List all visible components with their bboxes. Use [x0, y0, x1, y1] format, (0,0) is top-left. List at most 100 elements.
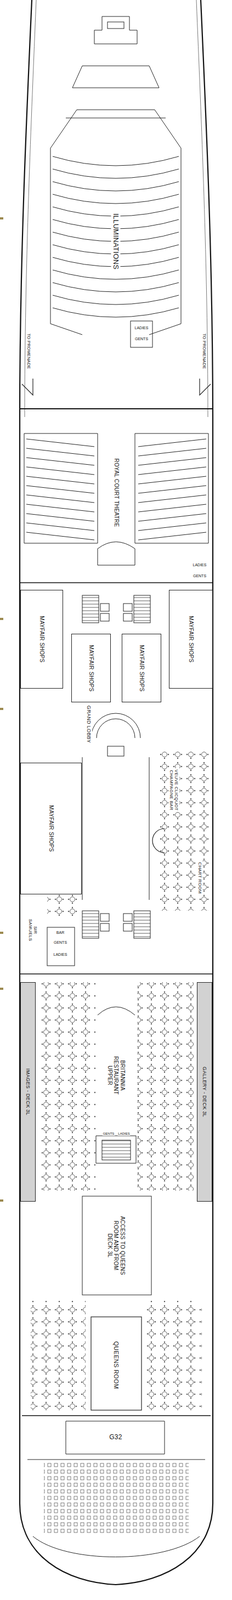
seat-row [52, 269, 179, 280]
seat-row [138, 504, 207, 512]
room-name: VEUVE CLICQUOT CHAMPAGNE BAR [168, 767, 180, 812]
illuminations-auditorium [50, 109, 181, 348]
seat-row [138, 494, 207, 503]
seat-row [52, 295, 179, 305]
room-name: MAYFAIR SHOPS [137, 643, 146, 693]
room-name: GALLERY - DECK 3L [201, 1065, 208, 1118]
room-area: MAYFAIR SHOPS [168, 589, 213, 689]
position-ticks [0, 217, 4, 1202]
facility-label: GENTS [134, 336, 149, 342]
facility-label: TO PROMENADE [201, 332, 207, 370]
hull-outline [19, 0, 213, 1584]
seat-row [26, 485, 95, 494]
room-name: BRITANNIA RESTAURANT UPPER [106, 1050, 127, 1100]
room-area: G32 [76, 1423, 155, 1451]
seat-row [26, 522, 95, 531]
room-name: ROYAL COURT THEATRE [112, 456, 121, 528]
restaurant-tables [137, 981, 195, 1191]
access-area [82, 1195, 152, 1295]
bulkhead [19, 972, 213, 975]
room-area: VEUVE CLICQUOT CHAMPAGNE BAR [162, 752, 186, 827]
room-name: MAYFAIR SHOPS [187, 614, 195, 664]
room-area: ILLUMINATIONS [82, 180, 150, 302]
stern-seating [43, 1461, 189, 1533]
room-name: G32 [108, 1432, 124, 1442]
room-name: IMAGES - DECK 3L [24, 1066, 32, 1116]
bow-structure [72, 16, 160, 88]
room-name: SIR SAMUELS [27, 917, 39, 943]
room-name: ILLUMINATIONS [111, 212, 121, 271]
seat-row [52, 168, 179, 179]
inner-hull-line [24, 0, 208, 417]
room-area: MAYFAIR SHOPS [20, 589, 64, 689]
room-area: MAYFAIR SHOPS [71, 633, 111, 703]
seat-row [26, 504, 95, 512]
room-area: IMAGES - DECK 3L [20, 981, 36, 1202]
bar-counter [152, 828, 165, 853]
room-name: QUEENS ROOM [112, 1339, 121, 1390]
seat-row [138, 457, 207, 466]
restaurant-tables [38, 981, 96, 1191]
seat-row [26, 466, 95, 475]
promenade-arrows [21, 378, 211, 395]
seat-row [26, 513, 95, 522]
seat-row [26, 457, 95, 466]
room-name: CHART ROOM [196, 860, 203, 894]
room-area: ACCESS TO QUEENS ROOM AND FROM DECK 3L [88, 1203, 144, 1287]
bar-seating [159, 751, 212, 911]
bulkhead [19, 581, 213, 584]
room-area: GRAND LOBBY [82, 702, 96, 746]
room-area: GALLERY - DECK 3L [196, 981, 213, 1202]
seat-row [138, 532, 207, 540]
ballroom-tables [146, 1299, 202, 1410]
seat-row [52, 181, 179, 191]
facility-label: LADIES [192, 562, 208, 568]
seat-row [138, 522, 207, 531]
seat-row [26, 438, 95, 447]
seat-row [52, 282, 179, 292]
room-area: QUEENS ROOM [94, 1327, 139, 1402]
bulkhead [19, 408, 213, 410]
seat-row [138, 448, 207, 456]
seat-row [52, 307, 179, 318]
facility-label: BAR [55, 930, 65, 935]
room-name: ACCESS TO QUEENS ROOM AND FROM DECK 3L [106, 1212, 127, 1278]
stern-room [65, 1420, 165, 1454]
room-name: GRAND LOBBY [85, 704, 93, 744]
seat-row [26, 476, 95, 484]
bulkhead [21, 1414, 211, 1416]
dance-floor [91, 1316, 142, 1410]
seat-row [26, 532, 95, 540]
room-area: SIR SAMUELS [21, 899, 44, 960]
facility-label: GENTS [53, 940, 68, 945]
ballroom-tables [30, 1299, 86, 1410]
grand-lobby-stair [82, 713, 150, 900]
seat-row [138, 476, 207, 484]
seat-row [52, 194, 179, 204]
stern-deck [27, 1458, 206, 1557]
seat-row [26, 494, 95, 503]
facility-label: LADIES [117, 1131, 130, 1136]
seat-row [26, 448, 95, 456]
restaurant-gallery [95, 1006, 137, 1163]
stairwell [82, 595, 151, 623]
facility-label: LADIES [134, 325, 150, 331]
stairwell [47, 910, 151, 966]
seat-row [138, 513, 207, 522]
facility-label: TO PROMENADE [26, 332, 32, 370]
seat-row [138, 438, 207, 447]
seat-row [138, 466, 207, 475]
room-name: MAYFAIR SHOPS [87, 643, 95, 693]
stairwell [102, 1139, 131, 1160]
room-area: ROYAL COURT THEATRE [98, 441, 134, 543]
room-area: MAYFAIR SHOPS [20, 762, 82, 894]
facility-label: GENTS [192, 573, 207, 579]
theatre-seating [24, 433, 209, 565]
room-area: BRITANNIA RESTAURANT UPPER [99, 1025, 133, 1125]
facility-label: LADIES [53, 952, 69, 957]
room-area: MAYFAIR SHOPS [121, 633, 162, 703]
room-name: MAYFAIR SHOPS [37, 614, 46, 664]
seat-row [52, 156, 179, 166]
seat-row [138, 485, 207, 494]
